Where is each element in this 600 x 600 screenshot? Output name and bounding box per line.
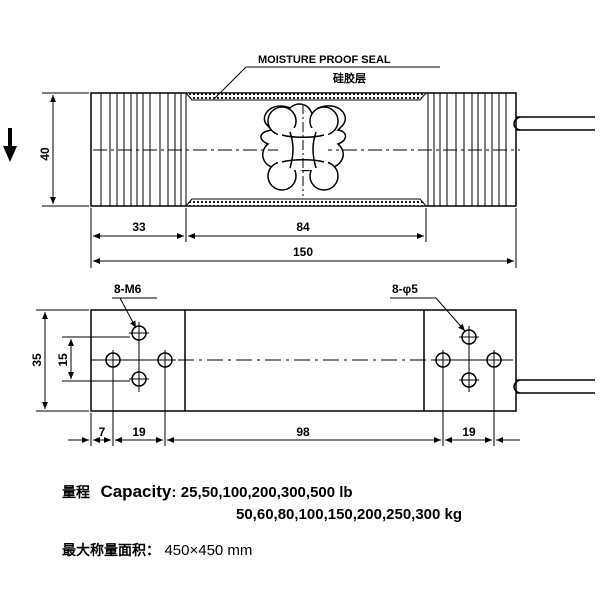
thread-label: 8-M6 <box>114 282 142 296</box>
cable-top <box>513 116 595 131</box>
dim-150: 150 <box>293 245 313 259</box>
left-hole-centerlines <box>103 322 176 392</box>
platform-label-cn: 最大称量面积 <box>62 543 146 559</box>
cable-bottom <box>513 379 595 394</box>
dim-19-right: 19 <box>462 425 476 439</box>
platform-row: 最大称量面积： 450×450 mm <box>62 540 252 560</box>
platform-value: 450×450 mm <box>164 542 253 559</box>
bottom-view: 8-M6 8-φ5 35 15 7 19 98 19 <box>30 282 595 446</box>
capacity-label-cn: 量程 <box>62 485 90 501</box>
thread-leader <box>119 297 137 329</box>
seal-strip-bottom <box>184 198 428 207</box>
dim-98: 98 <box>296 425 310 439</box>
hole-leader <box>435 297 466 332</box>
seal-leader <box>213 66 247 100</box>
capacity-label-en: Capacity <box>100 482 172 501</box>
platform-colon: ： <box>146 543 160 559</box>
capacity-kg-row: 50,60,80,100,150,200,250,300 kg <box>236 506 462 524</box>
dim-33: 33 <box>132 220 146 234</box>
dim-edge-7: 7 <box>99 425 106 439</box>
dim-height-40: 40 <box>38 147 52 161</box>
capacity-kg: 50,60,80,100,150,200,250,300 kg <box>236 506 463 523</box>
top-view: MOISTURE PROOF SEAL 硅胶层 40 33 84 150 <box>3 54 595 268</box>
dim-84: 84 <box>296 220 310 234</box>
seal-strip-top <box>184 92 428 101</box>
capacity-row: 量程 Capacity: 25,50,100,200,300,500 lb <box>62 482 353 502</box>
hole-label: 8-φ5 <box>392 282 418 296</box>
seal-label-cn: 硅胶层 <box>333 71 366 85</box>
load-direction-arrow-icon <box>3 128 17 162</box>
capacity-lb: 25,50,100,200,300,500 lb <box>180 484 353 501</box>
right-hole-centerlines <box>432 326 505 392</box>
dim-height-35: 35 <box>30 353 44 367</box>
seal-label: MOISTURE PROOF SEAL <box>258 54 391 66</box>
capacity-colon: : <box>171 484 177 501</box>
dim-19-left: 19 <box>132 425 146 439</box>
dim-spacing-15: 15 <box>56 353 70 367</box>
